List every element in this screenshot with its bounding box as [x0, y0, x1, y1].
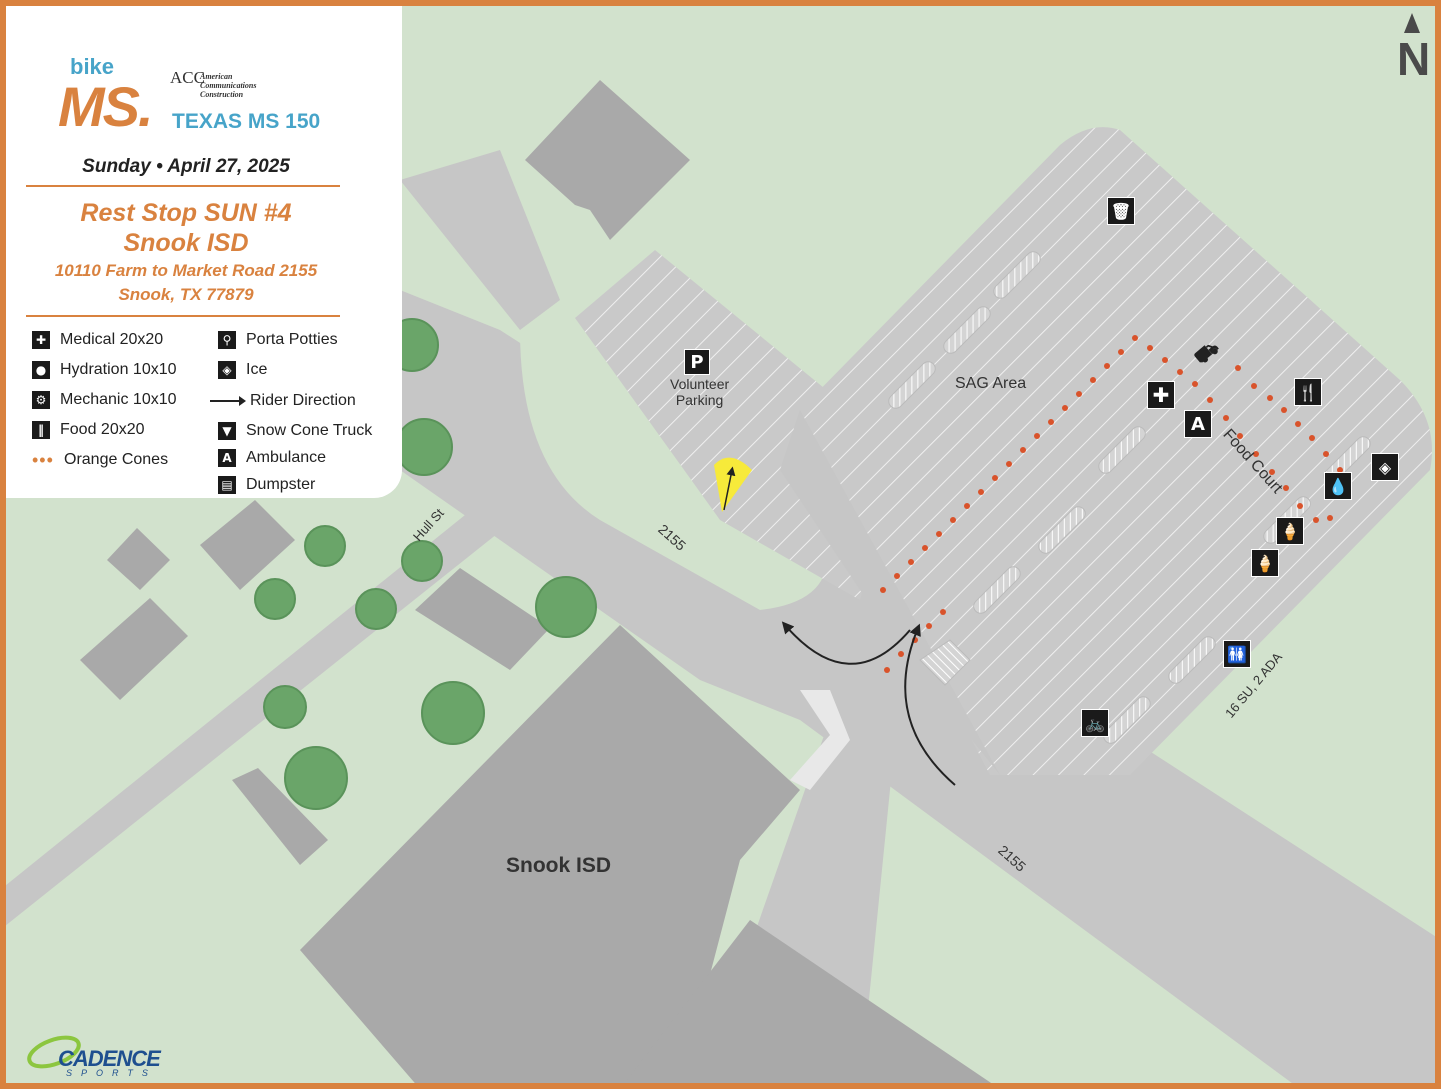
legend-item-orange-cones: ••• Orange Cones	[32, 451, 168, 469]
acc-logo-mark: ACC	[170, 68, 205, 87]
school-building	[300, 625, 800, 1083]
ice-legend-icon: ◈	[218, 361, 236, 379]
rider-direction-legend-icon	[210, 396, 246, 406]
legend-item-ambulance: A Ambulance	[218, 449, 326, 467]
legend-label: Porta Potties	[246, 331, 338, 348]
school-label: Snook ISD	[506, 854, 612, 877]
divider-top	[26, 185, 340, 187]
legend-label: Food 20x20	[60, 421, 145, 438]
legend-item-food: ‖ Food 20x20	[32, 421, 145, 439]
info-panel: bike MS. ACC American Communications Con…	[6, 6, 402, 498]
ice-icon: ◈	[1371, 453, 1399, 481]
buildings	[80, 80, 992, 1083]
food-legend-icon: ‖	[32, 421, 50, 439]
event-date: Sunday • April 27, 2025	[82, 156, 290, 177]
legend-label: Snow Cone Truck	[246, 422, 373, 439]
road-northwest-spur	[400, 150, 560, 330]
legend-label: Mechanic 10x10	[60, 391, 177, 408]
bike-ms-logo-ms: MS.	[58, 75, 154, 138]
legend-item-snow-cone: ▼ Snow Cone Truck	[218, 422, 372, 440]
snow-cone-truck-icon-1: 🍦	[1276, 517, 1304, 545]
legend-item-medical: ✚ Medical 20x20	[32, 331, 163, 349]
cadence-sports-logo	[27, 1035, 81, 1069]
cadence-logo-subtext: SPORTS	[66, 1068, 157, 1078]
snow-cone-legend-icon: ▼	[218, 422, 236, 440]
sidewalk	[790, 690, 850, 790]
acc-name-line-2: Communications	[200, 81, 257, 90]
dumpster-legend-icon: ▤	[218, 476, 236, 494]
volunteer-parking-line-2: Parking	[675, 392, 724, 408]
legend-label: Ice	[246, 361, 268, 378]
rider-direction-arrow-exit	[781, 621, 911, 665]
volunteer-parking-line-1: Volunteer	[670, 376, 730, 392]
acc-name-line-3: Construction	[200, 90, 244, 99]
orange-cones	[880, 335, 1343, 673]
legend-item-ice: ◈ Ice	[218, 361, 267, 379]
ambulance-legend-icon: A	[218, 449, 236, 467]
hydration-legend-icon: ●	[32, 361, 50, 379]
north-arrow	[1404, 13, 1420, 33]
acc-name-line-1: American	[200, 72, 233, 81]
legend-label: Ambulance	[246, 449, 327, 466]
legend-item-rider-direction: Rider Direction	[210, 392, 356, 410]
rest-stop-venue: Snook ISD	[123, 229, 249, 257]
legend-label: Rider Direction	[250, 392, 356, 409]
trees	[254, 318, 597, 810]
rest-stop-title: Rest Stop SUN #4	[80, 199, 292, 227]
legend-item-porta-potties: ⚲ Porta Potties	[218, 331, 338, 349]
mechanic-legend-icon: ⚙	[32, 391, 50, 409]
lot-islands	[888, 251, 1371, 744]
legend-label: Hydration 10x10	[60, 361, 177, 378]
snow-cone-truck-icon-2: 🍦	[1251, 549, 1279, 577]
parking-icon: P	[684, 349, 710, 375]
orange-cones-legend-icon: •••	[32, 450, 54, 470]
volunteer-parking-label: Volunteer Parking	[670, 376, 729, 408]
rest-stop-address: 10110 Farm to Market Road 2155	[54, 261, 318, 280]
rest-stop-city: Snook, TX 77879	[118, 285, 254, 304]
divider-bottom	[26, 315, 340, 317]
legend-item-mechanic: ⚙ Mechanic 10x10	[32, 391, 177, 409]
legend-label: Dumpster	[246, 476, 316, 493]
legend-label: Orange Cones	[64, 451, 169, 468]
medical-legend-icon: ✚	[32, 331, 50, 349]
medical-icon: ✚	[1147, 381, 1175, 409]
volunteer-highlight	[714, 457, 752, 512]
rider-direction-arrow-entry	[904, 623, 956, 786]
mechanic-icon: 🚲	[1081, 709, 1109, 737]
ambulance-icon: A	[1184, 410, 1212, 438]
legend-item-dumpster: ▤ Dumpster	[218, 476, 315, 494]
grass-island	[520, 330, 828, 610]
event-title: TEXAS MS 150	[172, 110, 321, 133]
acc-logo-name: American Communications Construction	[200, 72, 256, 99]
bike-ms-logo-bike: bike	[70, 54, 115, 79]
food-icon: 🍴	[1294, 378, 1322, 406]
volunteer-direction-arrow	[723, 466, 736, 511]
porta-potties-icon: 🚻	[1223, 640, 1251, 668]
sag-area-label: SAG Area	[955, 375, 1027, 392]
hydration-icon: 💧	[1324, 472, 1352, 500]
cadence-logo-text: CADENCE	[58, 1046, 161, 1071]
legend-item-hydration: ● Hydration 10x10	[32, 361, 177, 379]
north-label: N	[1397, 33, 1431, 85]
porta-potties-legend-icon: ⚲	[218, 331, 236, 349]
legend-label: Medical 20x20	[60, 331, 164, 348]
dumpster-icon: 🗑	[1107, 197, 1135, 225]
